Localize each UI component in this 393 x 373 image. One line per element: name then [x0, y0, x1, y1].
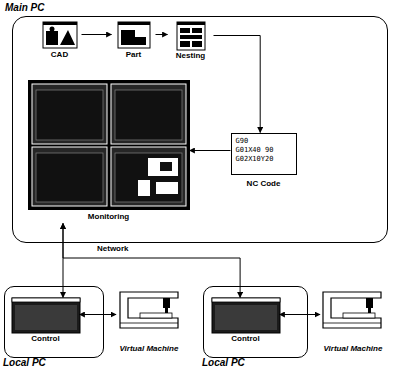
- code-line: G02X10Y20: [236, 155, 292, 164]
- part-icon: [118, 22, 150, 48]
- code-window: G90G01X40 90G02X10Y20: [231, 133, 297, 175]
- part-step: Part: [112, 20, 156, 64]
- box-label: Control: [231, 334, 259, 344]
- flow-connector: [190, 150, 231, 151]
- flow-connector: [80, 314, 117, 315]
- cad-icon: [43, 22, 77, 48]
- box-label: CAD: [51, 50, 68, 60]
- local-pc-box: Local PCControl: [203, 286, 308, 358]
- local-pc-box: Local PCControl: [4, 286, 104, 358]
- box-label: Virtual Machine: [324, 344, 383, 354]
- cad-step: CAD: [38, 20, 82, 64]
- box-label: Control: [31, 334, 59, 344]
- pc-heading: Main PC: [5, 2, 44, 14]
- code-line: G90: [236, 137, 292, 146]
- nc-code-box: G90G01X40 90G02X10Y20 NC Code: [231, 133, 297, 189]
- virtual-machine: Virtual Machine: [116, 290, 182, 356]
- control-screen: [212, 298, 280, 333]
- pc-heading: Local PC: [202, 357, 245, 369]
- virtual-machine: Virtual Machine: [320, 290, 386, 356]
- box-label: NC Code: [247, 179, 281, 189]
- main-pc-box: Main PCCADPartNestingG90G01X40 90G02X10Y…: [12, 16, 388, 243]
- nesting-step: Nesting: [168, 20, 214, 64]
- flow-connector: [156, 34, 168, 35]
- control-screen: Control: [12, 298, 80, 346]
- nesting-icon: [177, 22, 205, 50]
- pc-heading: Local PC: [3, 357, 46, 369]
- box-label: Monitoring: [88, 212, 129, 222]
- box-label: Part: [126, 50, 142, 60]
- monitoring-panel: [28, 80, 190, 210]
- virtual-machine-icon: [120, 292, 178, 328]
- flow-connector: [280, 314, 321, 315]
- network-label: Network: [96, 244, 130, 254]
- control-screen: Control: [212, 298, 280, 346]
- box-label: Nesting: [176, 51, 205, 61]
- flow-connector: [214, 36, 261, 133]
- virtual-machine-icon: [323, 292, 381, 328]
- flow-connector: [82, 34, 112, 35]
- monitoring-panel: Monitoring: [28, 80, 190, 224]
- control-screen: [12, 298, 80, 333]
- box-label: Virtual Machine: [120, 344, 179, 354]
- code-line: G01X40 90: [236, 146, 292, 155]
